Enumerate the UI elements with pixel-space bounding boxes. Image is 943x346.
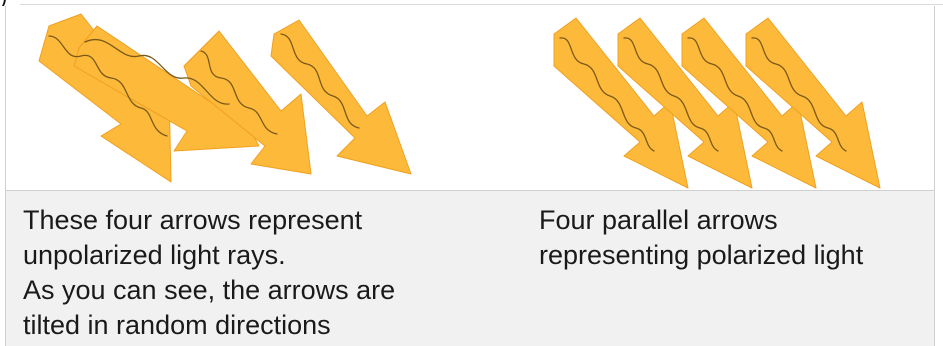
unpolarized-wave-4 [280,33,360,129]
polarized-wave-1 [559,37,655,152]
unpolarized-caption: These four arrows represent unpolarized … [23,203,473,343]
polarized-wave-3 [687,37,783,152]
polarized-arrow-1 [553,17,689,189]
unpolarized-arrow-2 [73,25,260,152]
polarized-wave-2 [623,37,719,152]
unpolarized-caption-line-3: As you can see, the arrows are [23,275,396,305]
polarized-arrow-3 [681,17,817,189]
unpolarized-wave-3 [200,50,278,135]
polarized-arrow-4 [745,17,881,189]
unpolarized-caption-line-4: tilted in random directions [23,310,331,340]
unpolarized-caption-line-1: These four arrows represent [23,205,363,235]
unpolarized-arrows-svg [38,13,412,183]
illustration-row [6,6,934,191]
top-border: ) [0,0,943,6]
caption-row: These four arrows represent unpolarized … [6,191,934,346]
polarized-wave-4 [751,37,847,152]
cropped-previous-text: ) [0,0,7,6]
unpolarized-arrow-3 [183,30,312,175]
unpolarized-light-illustration [19,6,419,190]
unpolarized-wave-1 [48,35,168,137]
unpolarized-wave-2 [84,39,230,105]
polarized-arrows-svg [553,17,881,189]
comparison-figure: These four arrows represent unpolarized … [5,6,935,346]
polarized-caption-line-1: Four parallel arrows [539,205,778,235]
polarized-caption-line-2: representing polarized light [539,240,864,270]
unpolarized-arrow-4 [270,19,412,175]
polarized-arrow-2 [617,17,753,189]
unpolarized-caption-line-2: unpolarized light rays. [23,240,286,270]
polarized-light-illustration [536,6,906,190]
top-rule-line [20,4,943,5]
polarized-caption: Four parallel arrows representing polari… [539,203,934,273]
